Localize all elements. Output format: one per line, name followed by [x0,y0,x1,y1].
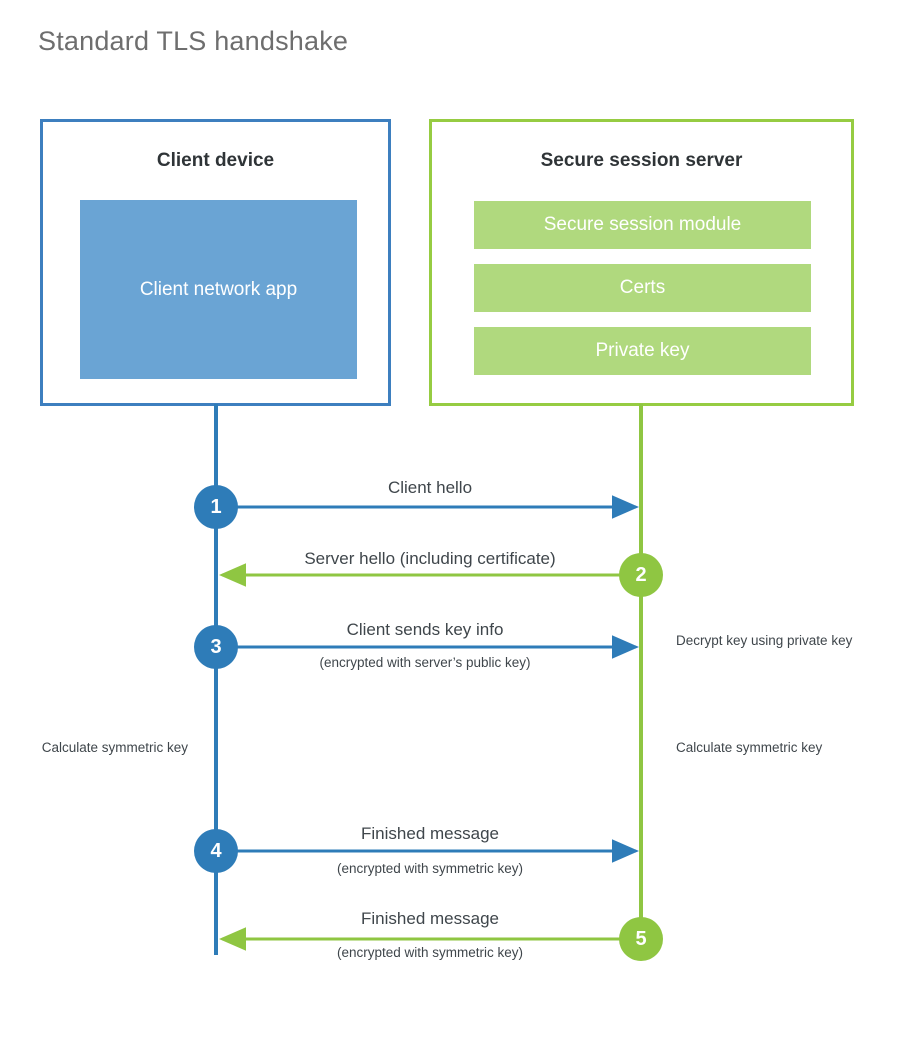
step-marker-5[interactable]: 5 [619,917,663,961]
server-component-secure-session-module: Secure session module [474,201,811,249]
secure-session-server-title: Secure session server [540,150,743,171]
step-3-sublabel: (encrypted with server’s public key) [319,655,531,670]
step-4-sublabel: (encrypted with symmetric key) [336,861,524,876]
server-component-private-key: Private key [474,327,811,375]
note-decrypt-key: Decrypt key using private key [676,633,853,648]
server-component-certs: Certs [474,264,811,312]
step-marker-2[interactable]: 2 [619,553,663,597]
server-component-label: Secure session module [543,214,742,235]
client-device-title: Client device [156,150,275,171]
step-marker-4[interactable]: 4 [194,829,238,873]
step-4-label: Finished message [361,824,499,843]
step-marker-1[interactable]: 1 [194,485,238,529]
note-calculate-symmetric-key-server: Calculate symmetric key [676,740,823,755]
server-component-label: Private key [595,340,690,361]
step-2-label: Server hello (including certificate) [304,549,556,568]
step-1-label: Client hello [387,478,473,497]
step-marker-3[interactable]: 3 [194,625,238,669]
note-calculate-symmetric-key-client: Calculate symmetric key [41,740,188,755]
step-5-sublabel: (encrypted with symmetric key) [336,945,524,960]
step-5-label: Finished message [361,909,499,928]
page-title: Standard TLS handshake [38,26,349,56]
server-component-label: Certs [619,277,666,298]
step-3-label: Client sends key info [346,620,504,639]
client-network-app-block: Client network app [80,200,357,379]
client-device-box: Client device Client network app [40,119,391,406]
client-network-app-label: Client network app [139,278,298,300]
